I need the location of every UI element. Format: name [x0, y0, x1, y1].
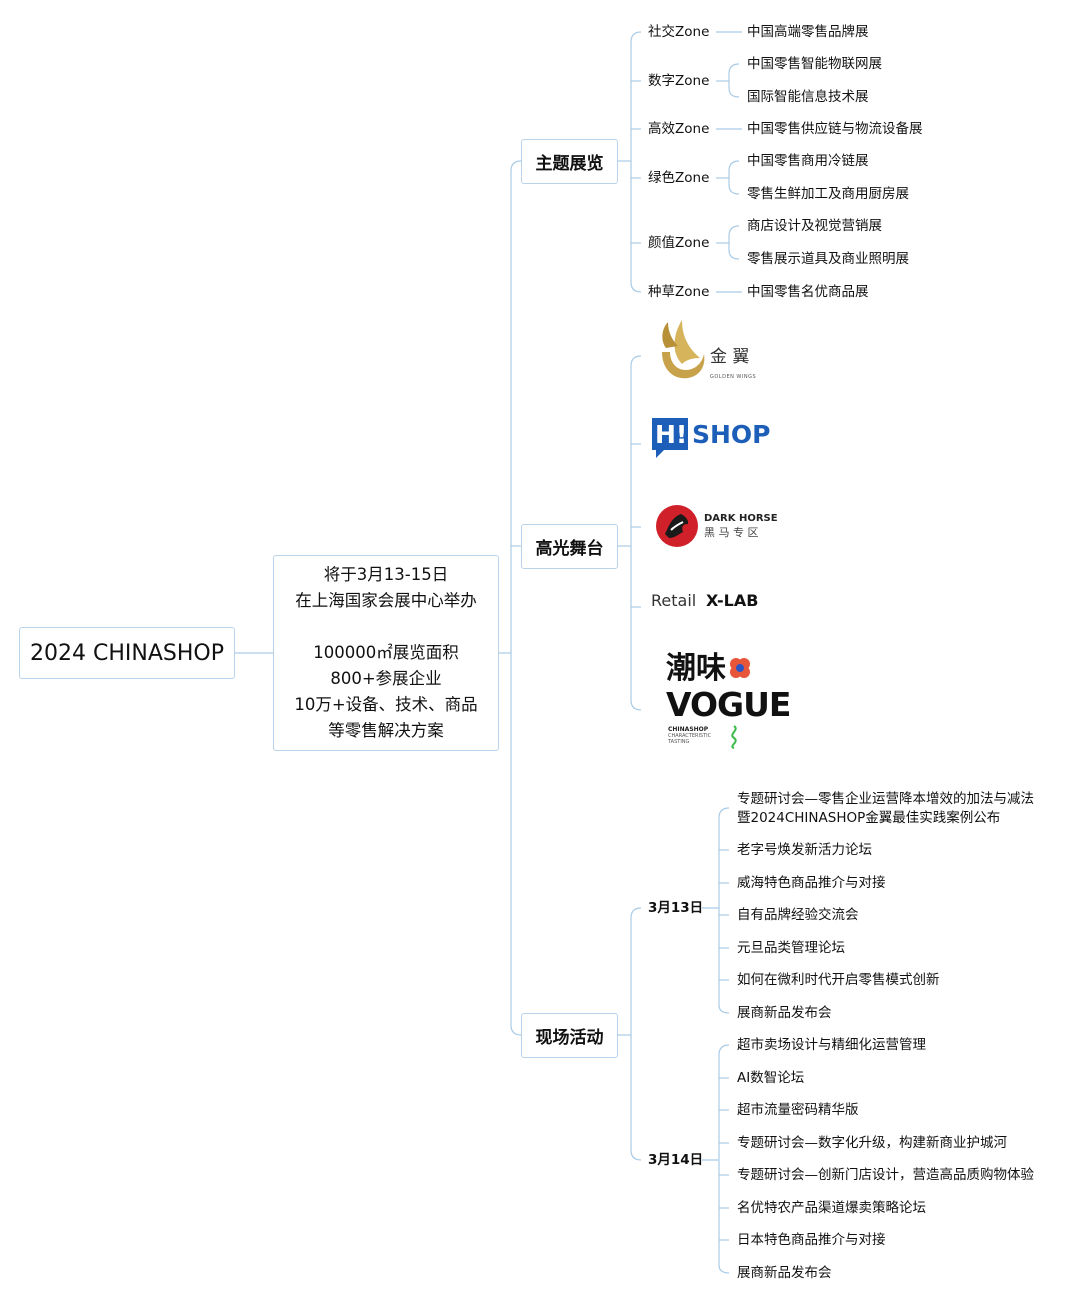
vogue-logo[interactable]: 潮味 VOGUE CHINASHOP CHARACTERISTIC TASTIN… — [666, 651, 791, 752]
zone-digital[interactable]: 数字Zone — [648, 73, 710, 89]
vogue-sub2: CHARACTERISTIC — [668, 733, 712, 739]
date-mar-14[interactable]: 3月14日 — [648, 1152, 704, 1168]
event-item[interactable]: 暨2024CHINASHOP金翼最佳实践案例公布 — [737, 810, 1001, 826]
event-item[interactable]: 日本特色商品推介与对接 — [737, 1232, 886, 1248]
event-item[interactable]: 威海特色商品推介与对接 — [737, 875, 886, 891]
zone-item[interactable]: 中国零售智能物联网展 — [747, 56, 882, 72]
summary-line: 在上海国家会展中心举办 — [295, 591, 477, 610]
vogue-sub3: TASTING — [668, 739, 690, 745]
event-item[interactable]: 老字号焕发新活力论坛 — [737, 842, 872, 858]
speech-bubble-icon — [652, 418, 688, 458]
branch-label: 高光舞台 — [535, 539, 604, 559]
zone-item[interactable]: 中国零售供应链与物流设备展 — [747, 121, 923, 137]
branch-label: 现场活动 — [535, 1028, 604, 1048]
zone-item[interactable]: 中国零售名优商品展 — [747, 284, 869, 300]
event-item[interactable]: 名优特农产品渠道爆卖策略论坛 — [737, 1200, 926, 1216]
event-item[interactable]: 自有品牌经验交流会 — [737, 907, 859, 923]
golden-wings-logo[interactable]: 金 翼 GOLDEN WINGS — [652, 318, 762, 382]
zone-item[interactable]: 零售生鲜加工及商用厨房展 — [747, 186, 909, 202]
summary-line: 将于3月13-15日 — [323, 565, 449, 584]
summary-line: 800+参展企业 — [330, 669, 442, 688]
shop-label: SHOP — [692, 420, 771, 449]
hi-shop-logo[interactable]: H! SHOP — [652, 418, 772, 458]
vogue-cn: 潮味 — [666, 651, 726, 686]
zone-efficient[interactable]: 高效Zone — [648, 121, 710, 137]
zone-item[interactable]: 商店设计及视觉营销展 — [747, 218, 882, 234]
event-item[interactable]: 超市流量密码精华版 — [737, 1102, 859, 1118]
dark-horse-logo[interactable]: DARK HORSE 黑 马 专 区 — [655, 504, 778, 548]
summary-line: 100000㎡展览面积 — [313, 643, 459, 662]
date-mar-13[interactable]: 3月13日 — [648, 900, 704, 916]
event-item[interactable]: 如何在微利时代开启零售模式创新 — [737, 972, 940, 988]
zone-item[interactable]: 中国零售商用冷链展 — [747, 153, 869, 169]
event-item[interactable]: 展商新品发布会 — [737, 1265, 832, 1281]
vogue-sub1: CHINASHOP — [668, 726, 709, 733]
zone-item[interactable]: 中国高端零售品牌展 — [747, 24, 869, 40]
zone-item[interactable]: 零售展示道具及商业照明展 — [747, 251, 909, 267]
zone-item[interactable]: 国际智能信息技术展 — [747, 89, 869, 105]
golden-wings-icon — [662, 320, 705, 379]
branch-theme-exhibits[interactable]: 主题展览 — [521, 139, 618, 184]
event-item[interactable]: 展商新品发布会 — [737, 1005, 832, 1021]
flower-icon — [730, 658, 750, 678]
event-item[interactable]: 超市卖场设计与精细化运营管理 — [737, 1037, 926, 1053]
retail-label: Retail — [651, 591, 697, 610]
root-node[interactable]: 2024 CHINASHOP — [19, 627, 235, 679]
horse-head-icon — [656, 505, 698, 547]
root-label: 2024 CHINASHOP — [30, 640, 224, 666]
zone-social[interactable]: 社交Zone — [648, 24, 710, 40]
summary-line: 10万+设备、技术、商品 — [294, 695, 478, 714]
dark-horse-en: DARK HORSE — [704, 513, 778, 524]
branch-highlight-stage[interactable]: 高光舞台 — [521, 524, 618, 569]
hi-label: H! — [655, 420, 688, 449]
vogue-en: VOGUE — [666, 685, 791, 724]
summary-line: 等零售解决方案 — [328, 721, 444, 740]
summary-node[interactable]: 将于3月13-15日 在上海国家会展中心举办 100000㎡展览面积 800+参… — [273, 555, 499, 751]
golden-wings-cn: 金 翼 — [710, 347, 750, 367]
zone-visual[interactable]: 颜值Zone — [648, 235, 710, 251]
branch-onsite-activities[interactable]: 现场活动 — [521, 1013, 618, 1058]
dark-horse-cn: 黑 马 专 区 — [704, 526, 759, 539]
event-item[interactable]: 元旦品类管理论坛 — [737, 940, 845, 956]
zone-green[interactable]: 绿色Zone — [648, 170, 710, 186]
branch-label: 主题展览 — [535, 154, 604, 174]
event-item[interactable]: 专题研讨会—零售企业运营降本增效的加法与减法 — [737, 791, 1034, 807]
xlab-label: X-LAB — [706, 591, 759, 610]
zone-seeding[interactable]: 种草Zone — [648, 284, 710, 300]
golden-wings-en: GOLDEN WINGS — [710, 374, 757, 380]
event-item[interactable]: AI数智论坛 — [737, 1070, 805, 1086]
retail-xlab-logo[interactable]: Retail X-LAB — [651, 588, 781, 614]
event-item[interactable]: 专题研讨会—创新门店设计，营造高品质购物体验 — [737, 1167, 1034, 1183]
event-item[interactable]: 专题研讨会—数字化升级，构建新商业护城河 — [737, 1135, 1007, 1151]
squiggle-icon — [731, 725, 737, 749]
